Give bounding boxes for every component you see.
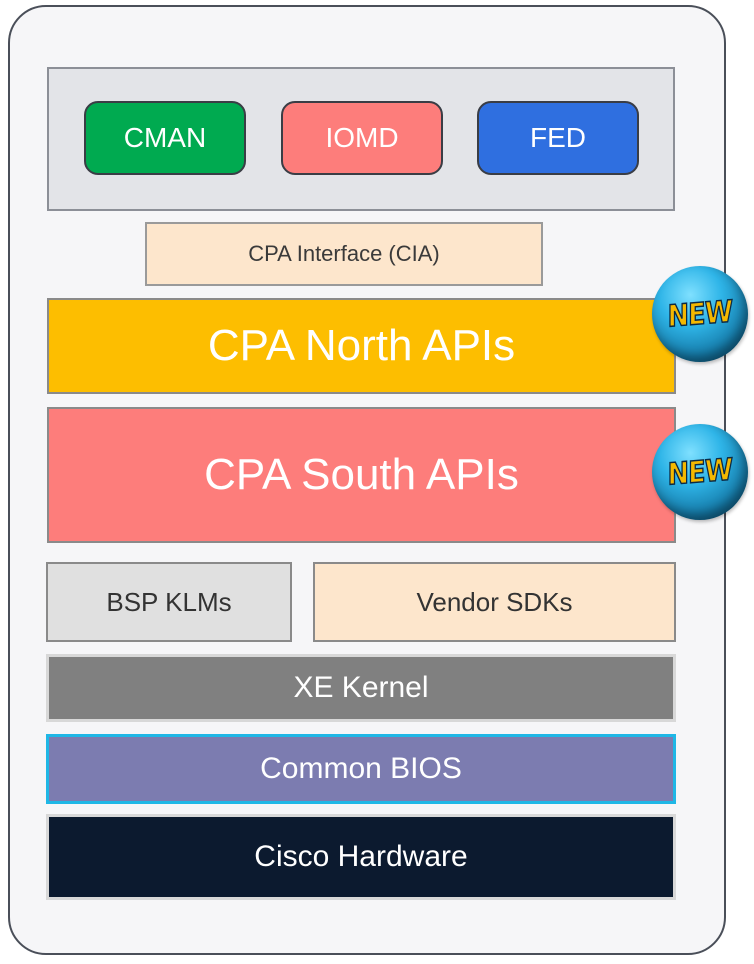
cpa-interface-layer: CPA Interface (CIA) (145, 222, 543, 286)
cpa-south-apis-layer: CPA South APIs (47, 407, 676, 543)
fed-block: FED (477, 101, 639, 175)
cpa-north-apis-layer: CPA North APIs (47, 298, 676, 394)
iomd-block: IOMD (281, 101, 443, 175)
xe-kernel-layer: XE Kernel (46, 654, 676, 722)
common-bios-layer: Common BIOS (46, 734, 676, 804)
cisco-hardware-layer: Cisco Hardware (46, 814, 676, 900)
cman-block: CMAN (84, 101, 246, 175)
vendor-sdks-layer: Vendor SDKs (313, 562, 676, 642)
bsp-klms-layer: BSP KLMs (46, 562, 292, 642)
